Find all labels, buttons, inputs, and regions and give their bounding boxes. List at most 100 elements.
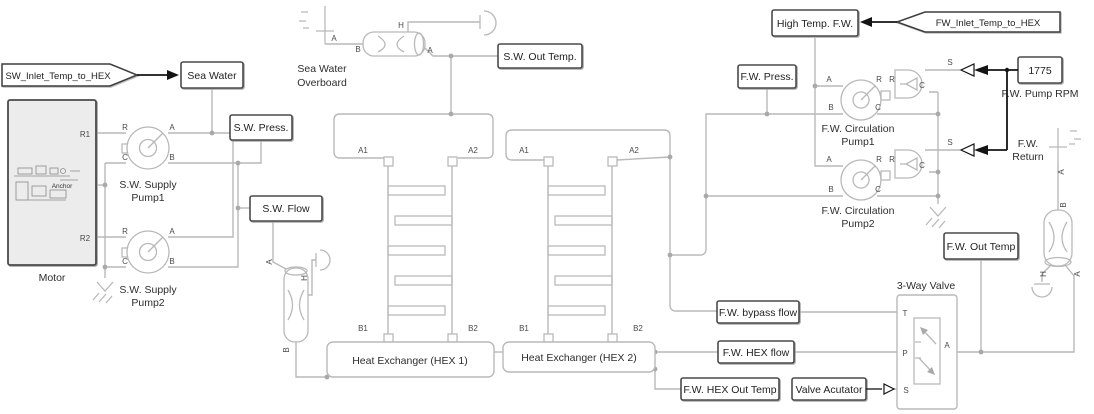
- svg-text:High Temp. F.W.: High Temp. F.W.: [777, 18, 853, 30]
- sw-pump1-label-2: Pump1: [131, 192, 164, 204]
- fw-pump1-label-1: F.W. Circulation: [822, 123, 895, 135]
- block-sw-flow[interactable]: S.W. Flow: [249, 195, 323, 222]
- svg-text:A2: A2: [468, 146, 478, 155]
- block-fw-out-temp[interactable]: F.W. Out Temp: [943, 232, 1019, 260]
- svg-text:C: C: [122, 153, 128, 162]
- svg-text:Valve Acutator: Valve Acutator: [796, 384, 863, 396]
- fw-circulation-pump2[interactable]: A B R R C C S: [826, 138, 953, 201]
- sw-supply-pump2[interactable]: R A C B: [121, 227, 175, 274]
- block-fw-hex-out-temp[interactable]: F.W. HEX Out Temp: [680, 377, 780, 401]
- tag-sw-inlet-temp[interactable]: SW_Inlet_Temp_to_HEX: [1, 63, 139, 87]
- fw-return-sensor-icon[interactable]: B H A: [1039, 202, 1082, 277]
- three-way-valve-label: 3-Way Valve: [897, 280, 956, 292]
- svg-text:R: R: [122, 227, 128, 236]
- svg-text:A: A: [169, 123, 175, 132]
- cap-icon-sw-out: [479, 10, 497, 36]
- svg-text:A: A: [331, 34, 337, 43]
- block-sea-water[interactable]: Sea Water: [180, 61, 244, 89]
- signal-sw-inlet: [137, 70, 179, 80]
- connection-wires: [96, 21, 1075, 390]
- heat-exchanger-2[interactable]: A1 A2 B1 B2 Heat Exchanger (HEX 2): [502, 146, 656, 373]
- fw-pump1-label-2: Pump1: [841, 136, 874, 148]
- block-sw-press[interactable]: S.W. Press.: [229, 114, 293, 141]
- block-sw-out-temp[interactable]: S.W. Out Temp.: [497, 43, 583, 69]
- fw-return-label-1: F.W.: [1018, 138, 1038, 150]
- svg-text:F.W. HEX flow: F.W. HEX flow: [723, 347, 790, 359]
- block-motor[interactable]: Anchor R1 R2: [7, 99, 97, 266]
- port-r2: R2: [80, 234, 91, 243]
- svg-text:B: B: [169, 257, 174, 266]
- svg-text:S.W. Flow: S.W. Flow: [262, 203, 310, 215]
- svg-text:B: B: [828, 103, 833, 112]
- svg-text:C: C: [875, 185, 881, 194]
- svg-text:R: R: [889, 155, 895, 164]
- svg-text:R: R: [876, 155, 882, 164]
- svg-text:B: B: [828, 185, 833, 194]
- svg-text:B2: B2: [633, 324, 643, 333]
- sw-out-temp-sensor-icon[interactable]: B H A: [355, 21, 433, 57]
- svg-text:SW_Inlet_Temp_to_HEX: SW_Inlet_Temp_to_HEX: [5, 71, 111, 82]
- svg-text:R: R: [889, 75, 895, 84]
- svg-text:A: A: [169, 227, 175, 236]
- fw-return-label-2: Return: [1012, 151, 1044, 163]
- svg-text:B1: B1: [358, 324, 368, 333]
- sw-pump2-label-2: Pump2: [131, 297, 164, 309]
- svg-text:C: C: [875, 103, 881, 112]
- svg-text:C: C: [122, 257, 128, 266]
- svg-text:H: H: [1039, 271, 1048, 277]
- hex1-label: Heat Exchanger (HEX 1): [352, 355, 468, 367]
- svg-text:F.W. bypass flow: F.W. bypass flow: [719, 307, 798, 319]
- sw-supply-pump1[interactable]: R A C B: [121, 123, 175, 170]
- heat-exchanger-1[interactable]: A1 A2 B1 B2 Heat Exchanger (HEX 1): [326, 146, 495, 378]
- svg-text:A1: A1: [519, 146, 529, 155]
- svg-text:S: S: [947, 58, 952, 67]
- ground-icon-fw: [925, 206, 947, 229]
- svg-text:T: T: [903, 309, 908, 318]
- block-fw-bypass-flow[interactable]: F.W. bypass flow: [716, 300, 800, 324]
- hex2-label: Heat Exchanger (HEX 2): [521, 352, 637, 364]
- cap-icon-sw-flow: [315, 249, 331, 271]
- motor-label: Motor: [39, 272, 66, 284]
- three-way-valve[interactable]: T P S A: [896, 294, 958, 410]
- ground-icon-sw: [92, 281, 114, 304]
- svg-text:R: R: [876, 75, 882, 84]
- svg-text:S.W. Press.: S.W. Press.: [234, 122, 289, 134]
- fw-circulation-pump1[interactable]: A B R R C C S: [826, 58, 953, 121]
- svg-text:S.W. Out Temp.: S.W. Out Temp.: [503, 51, 576, 63]
- block-fw-pump-rpm[interactable]: 1775: [1017, 56, 1063, 84]
- sw-flow-sensor-icon[interactable]: A H B: [265, 259, 309, 353]
- fw-return-icon[interactable]: A: [1049, 128, 1081, 175]
- block-valve-actuator[interactable]: Valve Acutator: [791, 377, 867, 401]
- sw-pump1-label-1: S.W. Supply: [119, 179, 177, 191]
- tag-fw-inlet-temp[interactable]: FW_Inlet_Temp_to_HEX: [894, 11, 1061, 33]
- fw-pump-rpm-label: F.W. Pump RPM: [1001, 88, 1078, 100]
- svg-text:A2: A2: [629, 146, 639, 155]
- overboard-label-2: Overboard: [297, 77, 347, 89]
- svg-text:Sea Water: Sea Water: [187, 70, 237, 82]
- block-fw-press[interactable]: F.W. Press.: [737, 64, 797, 89]
- svg-text:H: H: [398, 21, 404, 30]
- fw-pump2-label-1: F.W. Circulation: [822, 205, 895, 217]
- svg-text:B1: B1: [519, 324, 529, 333]
- svg-text:A1: A1: [358, 146, 368, 155]
- svg-text:A: A: [265, 259, 274, 265]
- svg-text:P: P: [902, 349, 907, 358]
- svg-text:F.W. Out Temp: F.W. Out Temp: [947, 241, 1016, 253]
- block-high-temp-fw[interactable]: High Temp. F.W.: [771, 9, 859, 37]
- svg-text:B: B: [355, 45, 360, 54]
- sea-water-overboard-icon[interactable]: A: [299, 6, 337, 44]
- svg-text:B2: B2: [468, 324, 478, 333]
- sw-pump2-label-1: S.W. Supply: [119, 284, 177, 296]
- svg-text:A: A: [1073, 271, 1082, 277]
- motor-anchor-label: Anchor: [52, 183, 73, 190]
- fw-pump2-label-2: Pump2: [841, 218, 874, 230]
- svg-text:R: R: [122, 123, 128, 132]
- svg-text:S: S: [947, 138, 952, 147]
- svg-text:F.W. Press.: F.W. Press.: [740, 71, 793, 83]
- port-r1: R1: [80, 130, 91, 139]
- block-fw-hex-flow[interactable]: F.W. HEX flow: [717, 340, 795, 364]
- motor-preview-schematic: Anchor: [14, 165, 80, 201]
- svg-text:H: H: [300, 275, 309, 281]
- cap-icon-fw-return: [1031, 283, 1053, 298]
- svg-text:A: A: [944, 341, 950, 350]
